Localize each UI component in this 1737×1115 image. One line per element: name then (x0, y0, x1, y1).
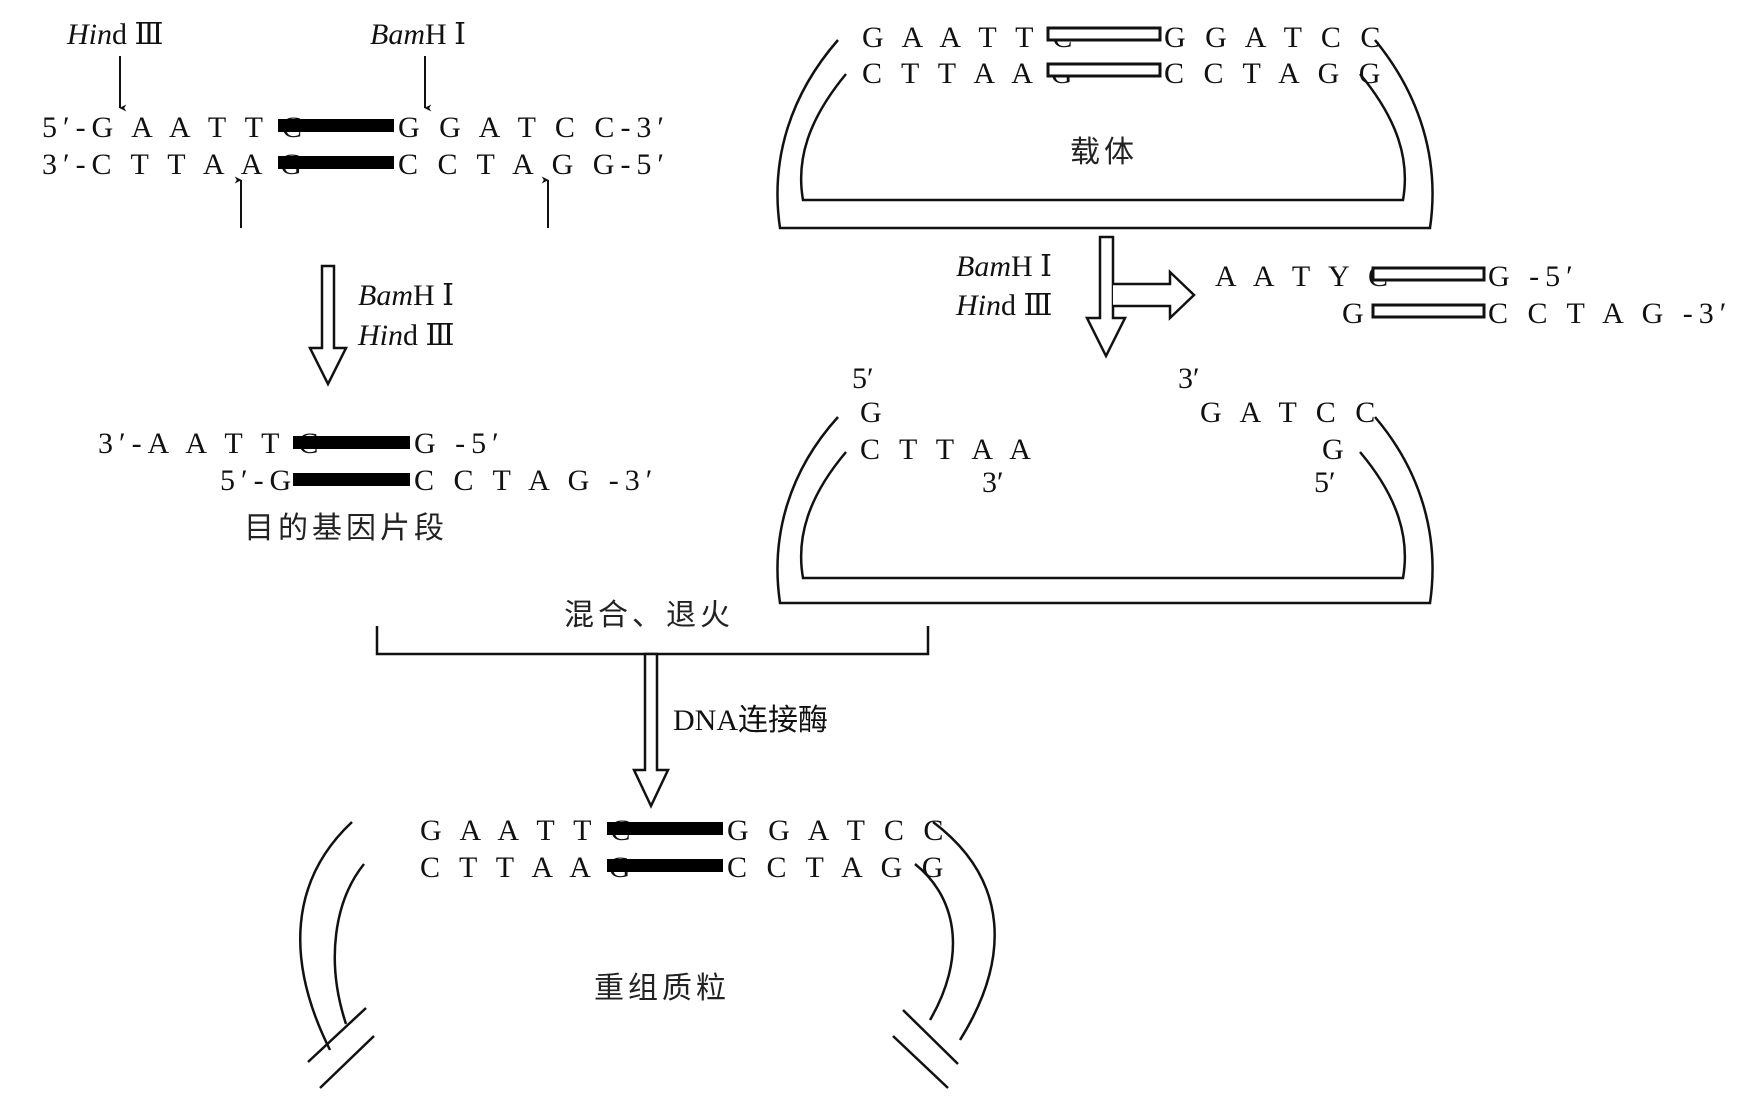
recomb-right-break-1 (902, 1009, 959, 1065)
target-top-left-seq: 5′-G A A T T C (42, 111, 308, 144)
vector-label: 载体 (1070, 135, 1138, 170)
vector-inner-ring (799, 73, 1407, 202)
excised-bottom-right-seq: C C T A G -3′ (1488, 297, 1732, 330)
recombinant-group: G A A T T C G G A T C C C T T A A G C C … (299, 814, 996, 1089)
gene-fragment-group: 3′-A A T T C G -5′ 5′-G C C T A G -3′ 目的… (98, 427, 658, 546)
fragment-top-bar (293, 436, 410, 449)
recombinant-plasmid-label: 重组质粒 (594, 971, 730, 1006)
ligase-down-arrow-icon (632, 652, 670, 809)
excised-fragment-group: A A T Y C G -5′ G C C T A G -3′ (1215, 260, 1732, 330)
vector-bottom-left-seq: C T T A A G (862, 57, 1078, 90)
recomb-left-outer-arc (299, 821, 353, 1051)
target-bottom-bar (278, 156, 394, 169)
cut-left-top-end: 5′ (852, 362, 874, 395)
recomb-bottom-left-seq: C T T A A G (420, 851, 636, 884)
target-bottom-left-seq: 3′-C T T A A G (42, 148, 308, 181)
cut-right-top-seq: G A T C C (1200, 396, 1381, 429)
vector-group: G A A T T C G G A T C C C T T A A G C C … (776, 21, 1434, 230)
vector-bottom-bar (1046, 62, 1162, 78)
cut-left-bottom-seq: C T T A A (860, 433, 1037, 466)
recomb-top-left-seq: G A A T T C (420, 814, 636, 847)
cut-left-top-seq: G (860, 396, 888, 429)
step2-arrow-group: BamH Ⅰ Hind Ⅲ (955, 235, 1196, 359)
step1-enzyme-bam: BamH Ⅰ (358, 279, 454, 312)
target-dna-group: Hind Ⅲ BamH Ⅰ 5′-G A A T T C G G A T C C… (42, 18, 670, 228)
cut-vector-outer-ring (776, 416, 1434, 605)
target-bottom-right-seq: C C T A G G-5′ (398, 148, 670, 181)
fragment-top-left-seq: 3′-A A T T C (98, 427, 324, 460)
vector-outer-ring (776, 39, 1434, 230)
recomb-left-break-1 (307, 1007, 367, 1063)
step2-enzyme-bam: BamH Ⅰ (956, 250, 1052, 283)
step1-enzyme-hind: Hind Ⅲ (357, 319, 454, 352)
cut-vector-group: 5′ G C T T A A 3′ 3′ G A T C C G 5′ (776, 362, 1434, 605)
vector-top-right-seq: G G A T C C (1164, 21, 1386, 54)
step2-enzyme-hind: Hind Ⅲ (955, 289, 1052, 322)
recomb-right-break-2 (892, 1035, 949, 1089)
cut-right-top-end: 3′ (1178, 362, 1200, 395)
excised-top-right-seq: G -5′ (1488, 260, 1579, 293)
target-top-right-seq: G G A T C C-3′ (398, 111, 670, 144)
fragment-bottom-bar (293, 473, 410, 486)
recomb-bottom-right-seq: C C T A G G (727, 851, 949, 884)
step2-side-arrow-icon (1113, 269, 1196, 321)
cut-vector-inner-ring (799, 451, 1407, 580)
recomb-right-inner-arc (914, 863, 955, 1021)
vector-top-left-seq: G A A T T C (862, 21, 1078, 54)
recomb-top-right-seq: G G A T C C (727, 814, 949, 847)
excised-bottom-bar (1371, 303, 1486, 319)
cut-right-bottom-end: 5′ (1314, 466, 1336, 499)
cut-right-bottom-seq: G (1322, 433, 1350, 466)
recomb-bottom-bar (607, 859, 723, 872)
vector-bottom-right-seq: C C T A G G (1164, 57, 1386, 90)
target-top-bar (278, 119, 394, 132)
cut-left-bottom-end: 3′ (982, 466, 1004, 499)
step2-down-arrow-icon (1084, 235, 1128, 359)
step1-down-arrow-icon (307, 264, 349, 387)
ligase-label: DNA连接酶 (673, 704, 828, 737)
step1-arrow-group: BamH Ⅰ Hind Ⅲ (307, 264, 454, 387)
mix-group: 混合、退火 DNA连接酶 (375, 598, 930, 809)
recomb-left-inner-arc (333, 863, 365, 1025)
fragment-top-right-seq: G -5′ (414, 427, 505, 460)
vector-top-bar (1046, 26, 1162, 42)
mix-anneal-label: 混合、退火 (564, 598, 734, 633)
gene-fragment-label: 目的基因片段 (244, 511, 448, 546)
excised-bottom-left-seq: G (1342, 297, 1370, 330)
excised-top-left-seq: A A T Y C (1215, 260, 1394, 293)
bam-label-top: BamH Ⅰ (370, 18, 466, 51)
hind-label-top: Hind Ⅲ (66, 18, 163, 51)
recomb-right-outer-arc (932, 821, 996, 1041)
fragment-bottom-right-seq: C C T A G -3′ (414, 464, 658, 497)
fragment-bottom-left-seq: 5′-G (220, 464, 297, 497)
recomb-top-bar (607, 822, 723, 835)
recomb-left-break-2 (319, 1035, 375, 1089)
excised-top-bar (1371, 266, 1486, 282)
